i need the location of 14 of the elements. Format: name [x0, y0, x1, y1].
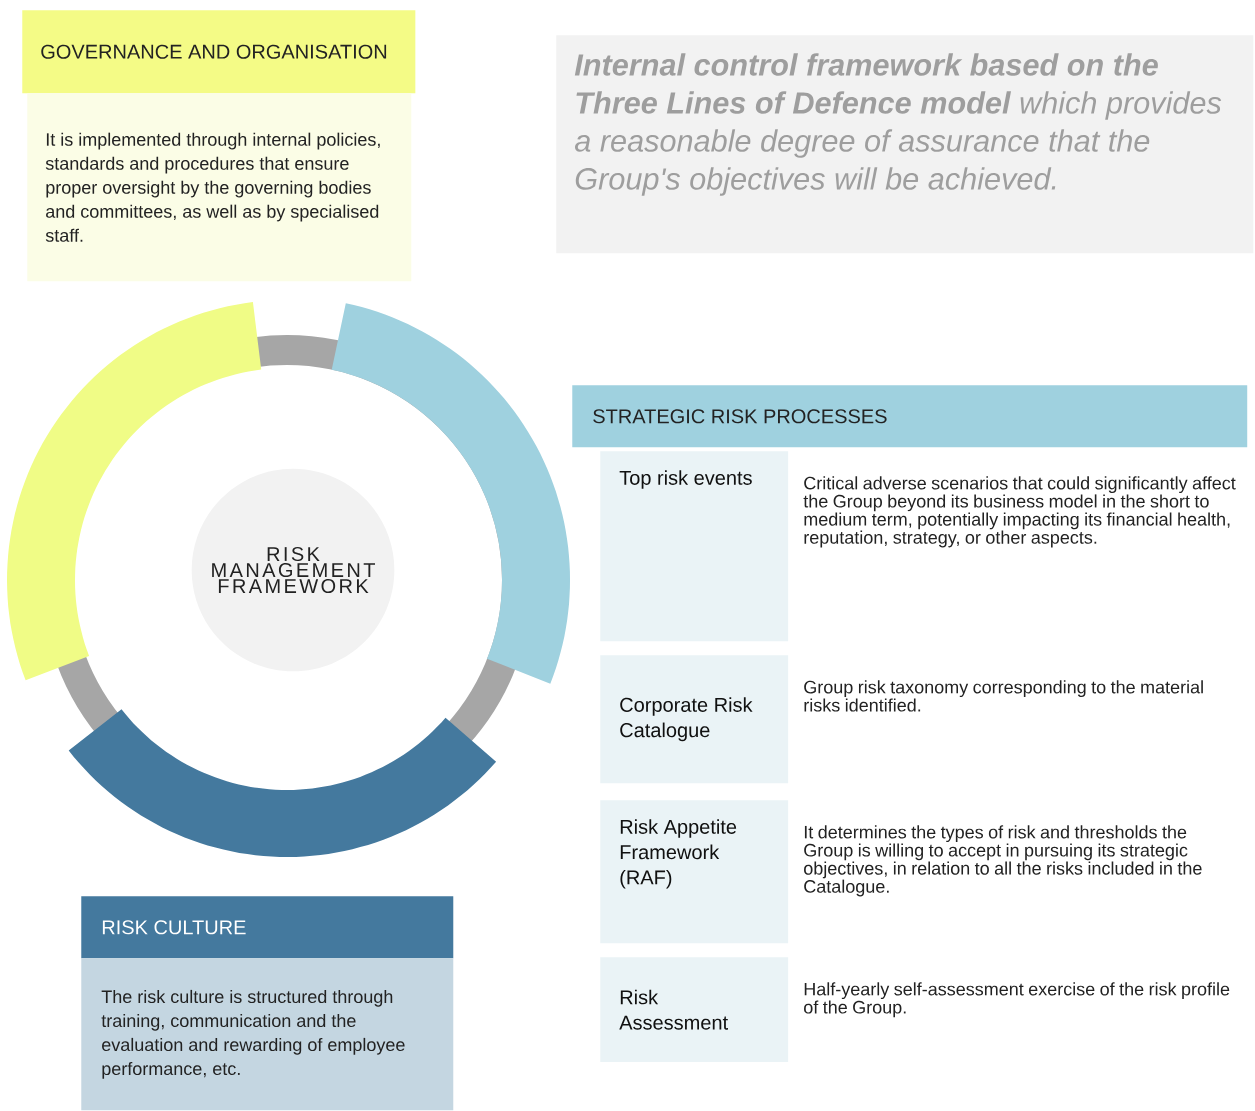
section-header: GOVERNANCE AND ORGANISATION — [22, 10, 416, 94]
label-cell: Risk Assessment — [600, 957, 789, 1063]
description-text: Half-yearly self-assessment exercise of the risk profile of the Group. — [804, 982, 1230, 1018]
text-box: It is implemented through internal policies, standards and procedures that ensure proper oversight by the governing bodies and committees, as well as by specialised staff. — [27, 93, 412, 282]
label-cell: Top risk events — [600, 451, 789, 642]
text-box: The risk culture is structured through training, communication and the evaluation and rewarding of employee performance, etc. — [81, 958, 454, 1111]
title-box: Internal control framework based on the Three Lines of Defence model which provides a reasonable degree of assurance that the Group's objectives will be achieved. — [556, 35, 1254, 254]
description-text: Critical adverse scenarios that could significantly affect the Group beyond its business model in the short to medium term, potentially impacting its financial health, reputation, strategy, or other aspects. — [803, 476, 1236, 548]
description-text: It determines the types of risk and thresholds the Group is willing to accept in pursuing its strategic objectives, in relation to all the risks included in the Catalogue. — [804, 825, 1202, 897]
section-header: RISK CULTURE — [81, 896, 454, 959]
section-header: STRATEGIC RISK PROCESSES — [572, 385, 1248, 448]
label-cell: Risk Appetite Framework (RAF) — [600, 800, 789, 944]
label-cell: Corporate Risk Catalogue — [600, 655, 789, 784]
description-text: Group risk taxonomy corresponding to the material risks identified. — [804, 680, 1203, 712]
